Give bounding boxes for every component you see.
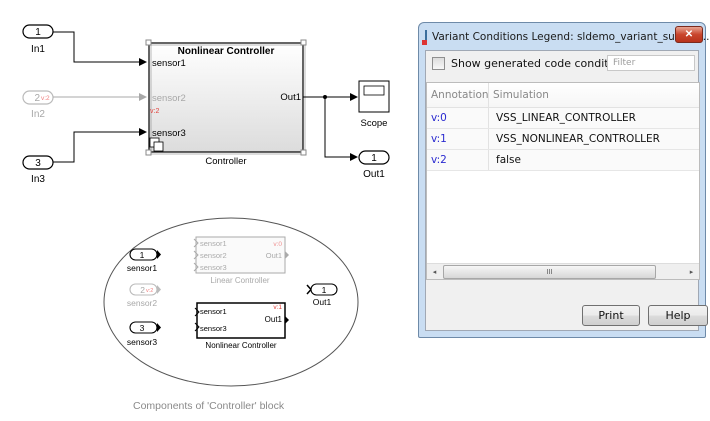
resize-handle[interactable] bbox=[145, 39, 152, 46]
svg-text:sensor3: sensor3 bbox=[127, 337, 158, 347]
svg-text:sensor2: sensor2 bbox=[200, 251, 227, 260]
show-generated-code-checkbox-row[interactable]: Show generated code conditions bbox=[432, 57, 631, 70]
svg-text:v:1: v:1 bbox=[273, 304, 282, 311]
svg-text:3: 3 bbox=[140, 323, 145, 333]
svg-text:Nonlinear Controller: Nonlinear Controller bbox=[205, 341, 276, 350]
signal-line[interactable] bbox=[53, 31, 147, 66]
components-diagram: 1 sensor1 2 v:2 sensor2 3 sensor3 sensor… bbox=[103, 217, 359, 387]
svg-text:Linear Controller: Linear Controller bbox=[210, 276, 269, 285]
simulation-cell: VSS_NONLINEAR_CONTROLLER bbox=[496, 133, 660, 145]
component-outport-out1[interactable]: 1 Out1 bbox=[306, 283, 338, 307]
port-label: sensor1 bbox=[152, 58, 186, 69]
controller-block[interactable]: Nonlinear Controller sensor1 sensor2 v:2… bbox=[145, 39, 307, 167]
grip-icon: III bbox=[546, 268, 553, 276]
table-row[interactable]: v:0 VSS_LINEAR_CONTROLLER bbox=[427, 108, 699, 129]
svg-text:1: 1 bbox=[140, 250, 145, 260]
scroll-left-arrow-icon[interactable]: ◂ bbox=[432, 268, 437, 276]
variant-subsystem-icon bbox=[149, 137, 164, 152]
svg-text:sensor1: sensor1 bbox=[200, 239, 227, 248]
close-button[interactable]: ✕ bbox=[675, 26, 703, 43]
conditions-table: Annotation Simulation v:0 VSS_LINEAR_CON… bbox=[426, 82, 700, 280]
svg-text:sensor1: sensor1 bbox=[200, 307, 227, 316]
component-inport-sensor2[interactable]: 2 v:2 sensor2 bbox=[127, 283, 161, 308]
model-diagram: 1 In1 2 v:2 In2 3 In3 Nonlinear Controll… bbox=[22, 24, 390, 185]
close-icon: ✕ bbox=[684, 29, 694, 40]
linear-controller-block[interactable]: sensor1 sensor2 sensor3 v:0 Out1 Linear … bbox=[193, 236, 289, 285]
simulation-cell: false bbox=[496, 154, 521, 166]
components-outline bbox=[103, 217, 359, 387]
show-generated-code-checkbox[interactable] bbox=[432, 57, 445, 70]
svg-text:2: 2 bbox=[140, 285, 145, 295]
checkbox-label: Show generated code conditions bbox=[451, 57, 632, 70]
block-name: Controller bbox=[205, 156, 246, 167]
scrollbar-thumb[interactable]: III bbox=[443, 265, 656, 279]
table-row[interactable]: v:2 false bbox=[427, 150, 699, 171]
port-label: sensor3 bbox=[152, 128, 186, 139]
svg-text:Out1: Out1 bbox=[265, 315, 283, 324]
print-button[interactable]: Print bbox=[582, 305, 640, 326]
resize-handle[interactable] bbox=[300, 149, 307, 156]
svg-text:sensor3: sensor3 bbox=[200, 324, 227, 333]
inport-in2[interactable]: 2 v:2 In2 bbox=[22, 90, 54, 120]
horizontal-scrollbar[interactable]: ◂ III ▸ bbox=[427, 263, 699, 279]
simulation-cell: VSS_LINEAR_CONTROLLER bbox=[496, 112, 636, 124]
port-label: Out1 bbox=[280, 92, 301, 103]
scope-block[interactable]: Scope bbox=[358, 80, 390, 129]
component-inport-sensor3[interactable]: 3 sensor3 bbox=[127, 321, 161, 347]
annotation-cell: v:1 bbox=[427, 129, 489, 149]
svg-text:Out1: Out1 bbox=[313, 297, 332, 307]
simulink-app-icon bbox=[422, 29, 427, 45]
svg-text:sensor2: sensor2 bbox=[127, 298, 158, 308]
outport-number: 1 bbox=[371, 153, 377, 164]
scroll-right-arrow-icon[interactable]: ▸ bbox=[689, 268, 694, 276]
components-caption: Components of 'Controller' block bbox=[133, 400, 285, 412]
branch-point bbox=[323, 95, 327, 99]
svg-text:sensor3: sensor3 bbox=[200, 263, 227, 272]
inport-label: In1 bbox=[31, 44, 45, 55]
active-variant-title: Nonlinear Controller bbox=[178, 46, 275, 57]
signal-line[interactable] bbox=[53, 128, 147, 163]
inport-number: 2 bbox=[34, 93, 40, 104]
inport-label: In2 bbox=[31, 109, 45, 120]
inport-number: 1 bbox=[35, 27, 41, 38]
inport-in3[interactable]: 3 In3 bbox=[22, 155, 54, 185]
svg-text:v:2: v:2 bbox=[146, 288, 153, 294]
dialog-body: Show generated code conditions Annotatio… bbox=[425, 50, 708, 331]
inport-number: 3 bbox=[35, 158, 41, 169]
column-header-annotation[interactable]: Annotation bbox=[427, 83, 489, 107]
port-label: sensor2 bbox=[152, 93, 186, 104]
table-header: Annotation Simulation bbox=[427, 83, 699, 108]
svg-text:sensor1: sensor1 bbox=[127, 263, 158, 273]
variant-annotation: v:2 bbox=[150, 108, 159, 115]
nonlinear-controller-block[interactable]: sensor1 sensor3 v:1 Out1 Nonlinear Contr… bbox=[194, 302, 289, 350]
resize-handle[interactable] bbox=[300, 39, 307, 46]
help-button[interactable]: Help bbox=[648, 305, 708, 326]
annotation-cell: v:2 bbox=[427, 150, 489, 170]
inport-label: In3 bbox=[31, 174, 45, 185]
filter-input[interactable] bbox=[607, 55, 695, 71]
annotation-cell: v:0 bbox=[427, 108, 489, 128]
variant-legend-dialog: Variant Conditions Legend: sldemo_varian… bbox=[418, 22, 710, 338]
inport-in1[interactable]: 1 In1 bbox=[22, 24, 54, 55]
column-header-simulation[interactable]: Simulation bbox=[493, 89, 549, 101]
outport-out1[interactable]: 1 Out1 bbox=[358, 150, 390, 180]
block-name: Scope bbox=[361, 118, 388, 129]
dialog-title: Variant Conditions Legend: sldemo_varian… bbox=[432, 31, 710, 43]
resize-handle[interactable] bbox=[145, 149, 152, 156]
svg-text:v:0: v:0 bbox=[273, 241, 282, 248]
component-inport-sensor1[interactable]: 1 sensor1 bbox=[127, 248, 161, 273]
dialog-titlebar[interactable]: Variant Conditions Legend: sldemo_varian… bbox=[422, 27, 710, 47]
variant-annotation: v:2 bbox=[41, 95, 50, 102]
table-row[interactable]: v:1 VSS_NONLINEAR_CONTROLLER bbox=[427, 129, 699, 150]
outport-label: Out1 bbox=[363, 169, 385, 180]
svg-text:1: 1 bbox=[322, 285, 327, 295]
svg-text:Out1: Out1 bbox=[266, 251, 282, 260]
signal-line[interactable] bbox=[324, 97, 358, 161]
